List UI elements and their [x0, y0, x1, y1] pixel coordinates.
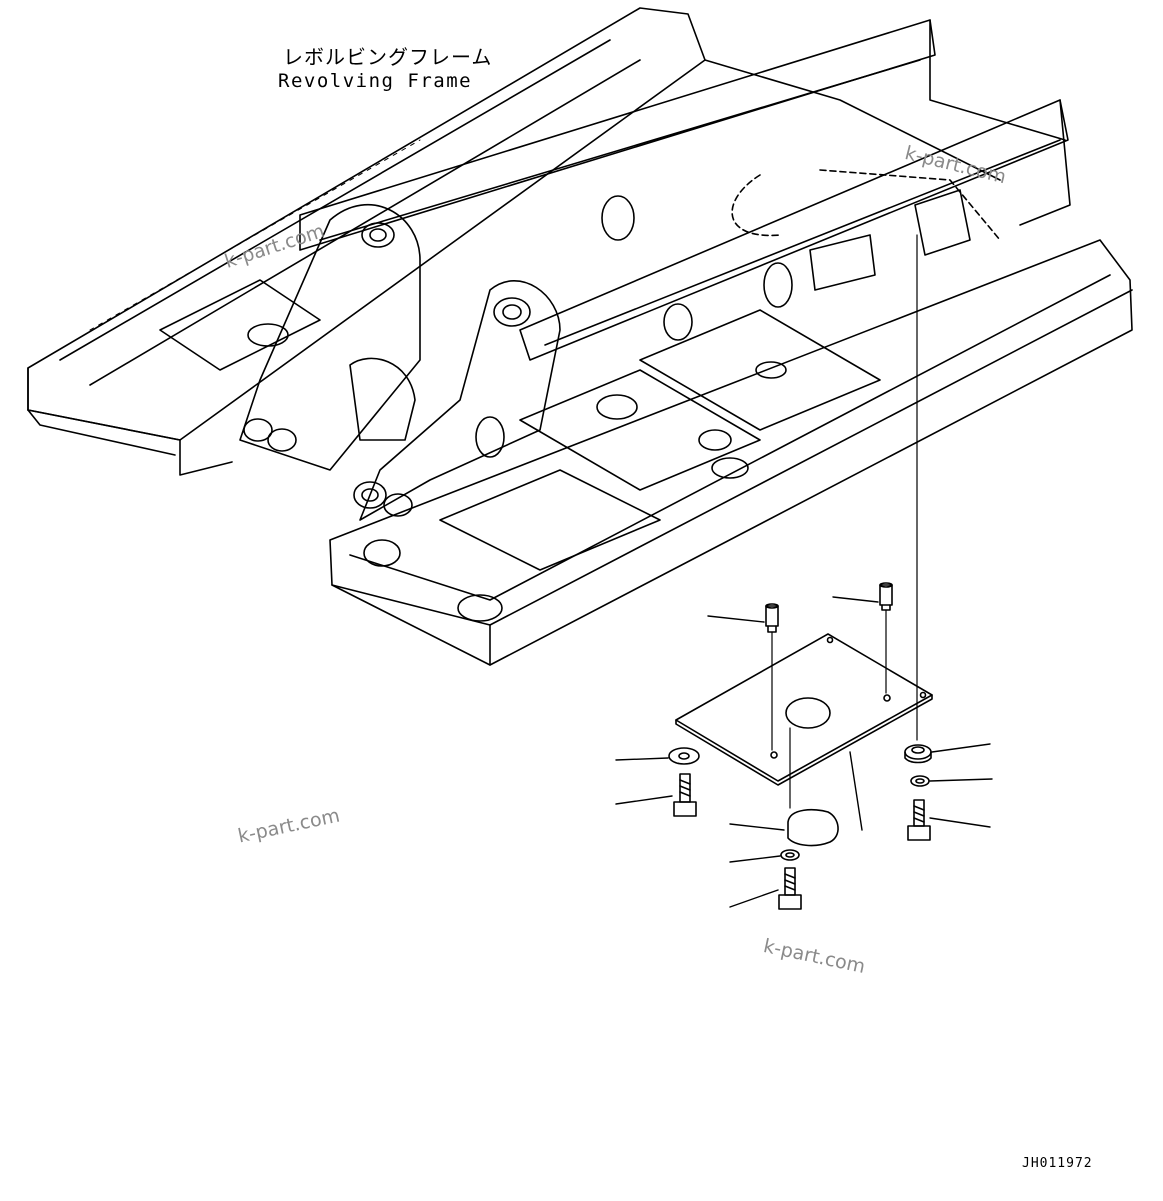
frame-title-japanese: レボルビングフレーム	[283, 45, 493, 69]
cover-plate	[675, 633, 933, 786]
collar-left	[765, 603, 779, 633]
assembly-lines	[771, 234, 918, 809]
drawing-number: JH011972	[1022, 1156, 1093, 1171]
washer-left	[668, 747, 700, 765]
washer-center	[780, 849, 800, 861]
collar-right	[879, 582, 893, 611]
washer-right	[910, 775, 930, 787]
leader-lines	[615, 596, 993, 908]
frame-title-english: Revolving Frame	[278, 70, 473, 92]
bolt-right	[907, 799, 931, 841]
bolt-center	[778, 867, 802, 910]
bolt-left	[673, 773, 697, 817]
cap-cover	[787, 808, 839, 847]
spacer-right	[904, 744, 932, 764]
revolving-frame	[27, 7, 1133, 666]
